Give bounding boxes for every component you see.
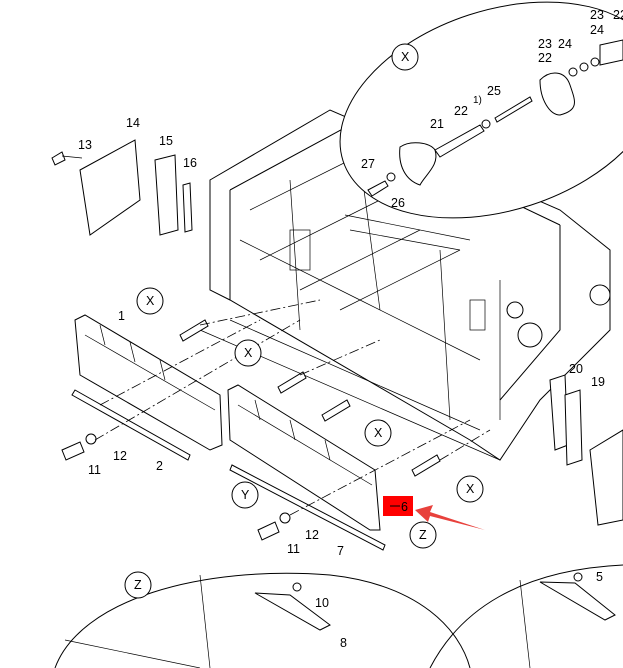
label: 25: [487, 84, 501, 98]
label: X: [401, 50, 410, 64]
label: 12: [305, 528, 319, 542]
pins: [179, 319, 441, 477]
label: 1: [118, 309, 125, 323]
part-labels: X 23 22 24 23 24 22 25 1) 22 21 27 26 13…: [78, 8, 623, 650]
assembly-lines: [94, 299, 491, 516]
label: 11: [88, 463, 101, 477]
label: X: [466, 482, 475, 496]
label: 16: [183, 156, 197, 170]
label: 22: [538, 51, 552, 65]
label: 19: [591, 375, 605, 389]
label: 6: [401, 500, 408, 514]
label: 23: [590, 8, 604, 22]
label: 24: [558, 37, 572, 51]
label: 13: [78, 138, 92, 152]
label: 11: [287, 542, 300, 556]
label: Z: [134, 578, 142, 592]
label: 20: [569, 362, 583, 376]
label: 8: [340, 636, 347, 650]
label: 24: [590, 23, 604, 37]
detail-x-parts: [367, 39, 623, 197]
label: 22: [613, 8, 623, 22]
right-bracket-parts: [549, 374, 623, 526]
label: 26: [391, 196, 405, 210]
bottom-details: [54, 564, 623, 668]
label: 7: [337, 544, 344, 558]
left-bracket-parts: [51, 139, 193, 236]
label: 27: [361, 157, 375, 171]
cover-panels: [71, 314, 386, 551]
label: 21: [430, 117, 444, 131]
label: X: [244, 346, 253, 360]
label: Z: [419, 528, 427, 542]
label: 12: [113, 449, 127, 463]
label: X: [374, 426, 383, 440]
label: 23: [538, 37, 552, 51]
label: X: [146, 294, 155, 308]
label: 1): [473, 95, 482, 106]
label: 14: [126, 116, 140, 130]
label: Y: [241, 488, 250, 502]
callout-circles: [124, 43, 484, 599]
label: 5: [596, 570, 603, 584]
label: 22: [454, 104, 468, 118]
label: 15: [159, 134, 173, 148]
highlight-arrow: [415, 505, 485, 530]
screws-washers: [61, 433, 291, 541]
label: 2: [156, 459, 163, 473]
label: 10: [315, 596, 329, 610]
